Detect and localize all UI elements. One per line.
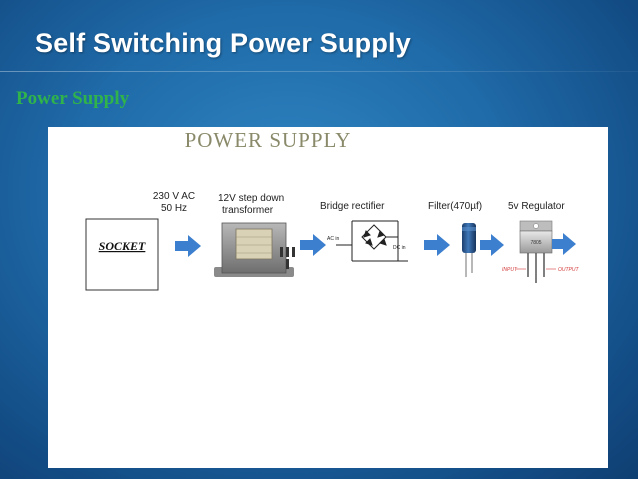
transformer-label-line2: transformer — [222, 205, 274, 216]
flow-arrow-4 — [480, 234, 504, 256]
header-divider — [0, 71, 638, 72]
bridge-rectifier-symbol — [336, 220, 408, 262]
regulator-icon — [519, 220, 553, 283]
power-supply-diagram: POWER SUPPLY 230 V AC 50 Hz SOCKET 12V s… — [85, 128, 580, 291]
regulator-label: 5v Regulator — [508, 201, 565, 212]
regulator-output-label: OUTPUT — [558, 267, 580, 273]
slide-title: Self Switching Power Supply — [35, 28, 411, 58]
socket-block: SOCKET — [85, 218, 159, 291]
supply-voltage-label: 230 V AC — [153, 191, 195, 202]
socket-label: SOCKET — [99, 239, 146, 253]
diagram-heading: POWER SUPPLY — [185, 128, 352, 152]
slide-subtitle: Power Supply — [16, 88, 130, 109]
flow-arrow-2 — [300, 234, 326, 256]
flow-arrow-3 — [424, 234, 450, 256]
flow-arrow-1 — [175, 235, 201, 257]
diagram-panel: POWER SUPPLY 230 V AC 50 Hz SOCKET 12V s… — [48, 127, 608, 468]
rectifier-label: Bridge rectifier — [320, 201, 385, 212]
regulator-input-label: INPUT — [502, 267, 518, 273]
flow-arrow-5 — [552, 233, 576, 255]
capacitor-icon — [462, 223, 476, 277]
transformer-icon — [214, 222, 295, 277]
rectifier-out-label: DC in — [393, 245, 406, 251]
rectifier-in-label: AC in — [327, 236, 339, 242]
transformer-label-line1: 12V step down — [218, 193, 284, 204]
filter-label: Filter(470µf) — [428, 201, 482, 212]
regulator-part-label: 7805 — [530, 240, 541, 246]
supply-frequency-label: 50 Hz — [161, 203, 187, 214]
